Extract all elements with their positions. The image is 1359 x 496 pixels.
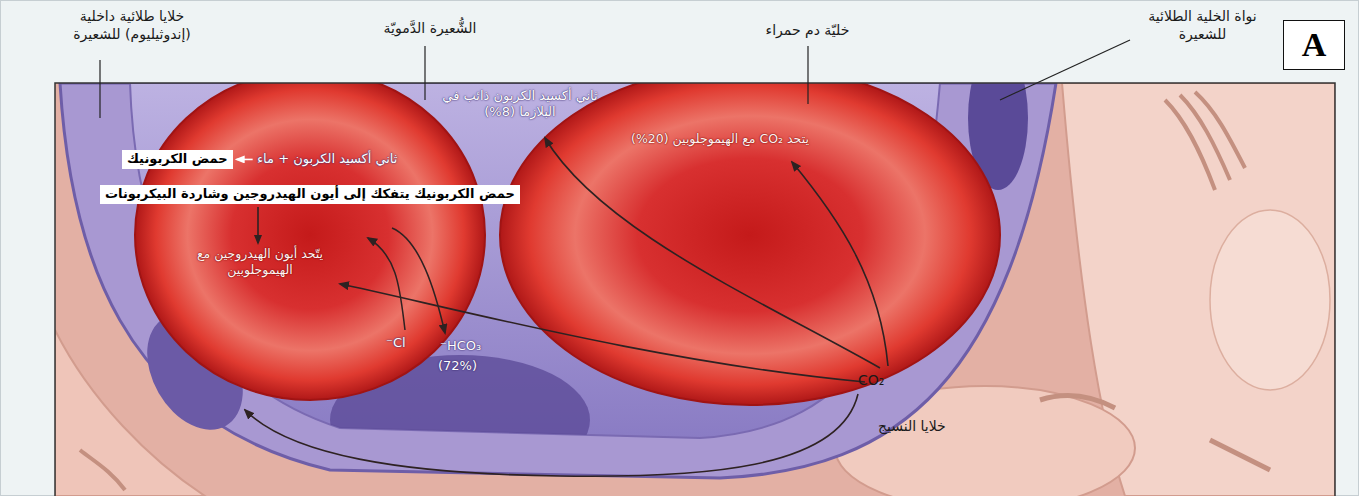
flow-arrow xyxy=(257,207,259,243)
illustration-shape xyxy=(135,83,485,400)
illustration-shape xyxy=(1180,95,1230,180)
illustration-shape xyxy=(1000,40,1130,100)
illustration-shape xyxy=(424,46,425,100)
ion-label: HCO₃⁻ xyxy=(440,338,481,354)
illustration-shape xyxy=(1195,92,1245,168)
illustration-shape xyxy=(545,138,880,368)
illustration-shape xyxy=(1040,396,1115,408)
highlight-box: حمض الكربونيك يتفكك إلى أيون الهيدروجين … xyxy=(100,185,520,204)
illustration-shape xyxy=(500,83,1000,405)
illustration-shape xyxy=(245,394,858,476)
panel-letter-box: A xyxy=(1283,20,1345,70)
illustration-shape xyxy=(340,284,865,382)
box-text: A xyxy=(1302,26,1327,64)
reaction-text: ثاني أكسيد الكربون + ماء xyxy=(257,151,397,167)
part-label: خلايا طلائية داخلية (إندوثيليوم) للشعيرة xyxy=(52,8,212,43)
process-note: يتحد CO₂ مع الهيموجلوبين (20%) xyxy=(595,131,845,147)
illustration-shape xyxy=(80,450,125,490)
box-text: حمض الكربونيك يتفكك إلى أيون الهيدروجين … xyxy=(105,186,515,201)
reaction-arrow xyxy=(237,159,253,161)
part-label: خلايا النسيج xyxy=(878,418,946,436)
molecule-label: CO₂ xyxy=(858,372,884,390)
illustration-shape xyxy=(55,83,1335,496)
part-label: نواة الخلية الطلائية للشعيرة xyxy=(1130,8,1275,43)
part-label: الشُّعيرة الدَّمويّة xyxy=(355,20,505,38)
process-note: يتّحد أيون الهيدروجين مع الهيموجلوبين xyxy=(190,246,330,277)
illustration-shape xyxy=(807,46,808,104)
highlight-box: حمض الكربونيك xyxy=(122,150,233,169)
illustration-shape xyxy=(792,162,888,366)
box-text: حمض الكربونيك xyxy=(127,151,228,166)
illustration-shape xyxy=(99,60,100,118)
illustration-shape xyxy=(55,83,1335,496)
illustration-shape xyxy=(1210,440,1270,470)
ion-label: Cl⁻ xyxy=(386,335,406,351)
percent-label: (72%) xyxy=(438,358,477,374)
process-note: ثاني أكسيد الكربون ذائب في البلازما (8%) xyxy=(440,88,600,121)
illustration-shape xyxy=(1165,100,1215,190)
part-label: خليّة دم حمراء xyxy=(740,22,875,40)
illustration-shape xyxy=(368,238,405,330)
illustration-shape xyxy=(1210,210,1330,390)
illustration-shape xyxy=(392,228,445,333)
